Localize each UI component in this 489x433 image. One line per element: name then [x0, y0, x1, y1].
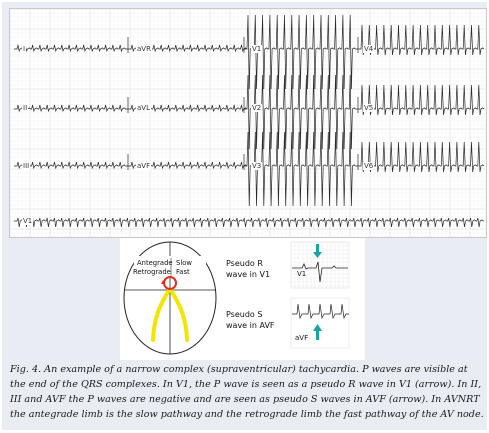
avnrt-diagram: Antegrade Slow Retrograde Fast Pseudo R …	[123, 241, 350, 355]
pseudo-r-subtitle: wave in V1	[226, 270, 270, 279]
pseudo-r-arrow-icon	[313, 252, 322, 258]
lead-label-V5: V5	[363, 104, 375, 112]
lead-label-aVF: aVF	[136, 162, 152, 170]
left-bundle-branch	[151, 288, 171, 342]
slow-label: Slow	[176, 259, 192, 267]
circuit-arrow-icon	[161, 280, 165, 284]
lead-label-aVL: aVL	[136, 104, 151, 112]
pseudo-r-arrow-shaft	[316, 244, 319, 252]
major-grid	[10, 9, 486, 237]
ecg-trace-row-4	[14, 217, 484, 228]
lead-label-V6: V6	[363, 162, 375, 170]
lead-label-II: II	[22, 104, 29, 112]
pseudo-s-arrow-shaft	[316, 331, 319, 340]
lead-label-I: I	[22, 45, 27, 53]
ecg-grid-and-traces	[10, 9, 486, 237]
inset-v1-label: V1	[297, 270, 306, 278]
lead-label-III: III	[22, 162, 31, 170]
v1-inset: V1	[290, 241, 350, 289]
pseudo-s-title: Pseudo S	[226, 310, 262, 319]
fast-label: Fast	[176, 268, 190, 276]
ecg-trace-row-3	[14, 131, 485, 207]
retrograde-label: Retrograde	[133, 268, 171, 276]
pseudo-s-arrow-icon	[313, 324, 322, 331]
label-box	[134, 256, 206, 278]
fine-grid	[10, 9, 486, 237]
caption-text: An example of a narrow complex (supraven…	[10, 364, 484, 420]
inset-avf-label: aVF	[295, 334, 308, 342]
lead-label-V1-rhythm: V1	[22, 217, 34, 225]
figure-label: Fig. 4.	[10, 364, 42, 375]
pseudo-r-title: Pseudo R	[226, 259, 263, 268]
lead-label-V3: V3	[251, 162, 263, 170]
avf-inset: aVF	[290, 297, 350, 349]
avnrt-diagram-panel: Antegrade Slow Retrograde Fast Pseudo R …	[120, 238, 365, 360]
lead-label-aVR: aVR	[136, 45, 152, 53]
ecg-trace-row-1	[14, 14, 485, 90]
lead-label-V1: V1	[251, 45, 263, 53]
lead-label-V2: V2	[251, 104, 263, 112]
pseudo-s-subtitle: wave in AVF	[226, 321, 275, 330]
right-bundle-branch	[169, 288, 189, 342]
ecg-tracing: I aVR V1 V4 II aVL V2 V5 III aVF V3 V6 V…	[9, 8, 487, 238]
antegrade-label: Antegrade	[137, 259, 173, 267]
figure-caption: Fig. 4. An example of a narrow complex (…	[10, 362, 484, 422]
lead-label-V4: V4	[363, 45, 375, 53]
ecg-trace-row-2	[14, 74, 485, 150]
